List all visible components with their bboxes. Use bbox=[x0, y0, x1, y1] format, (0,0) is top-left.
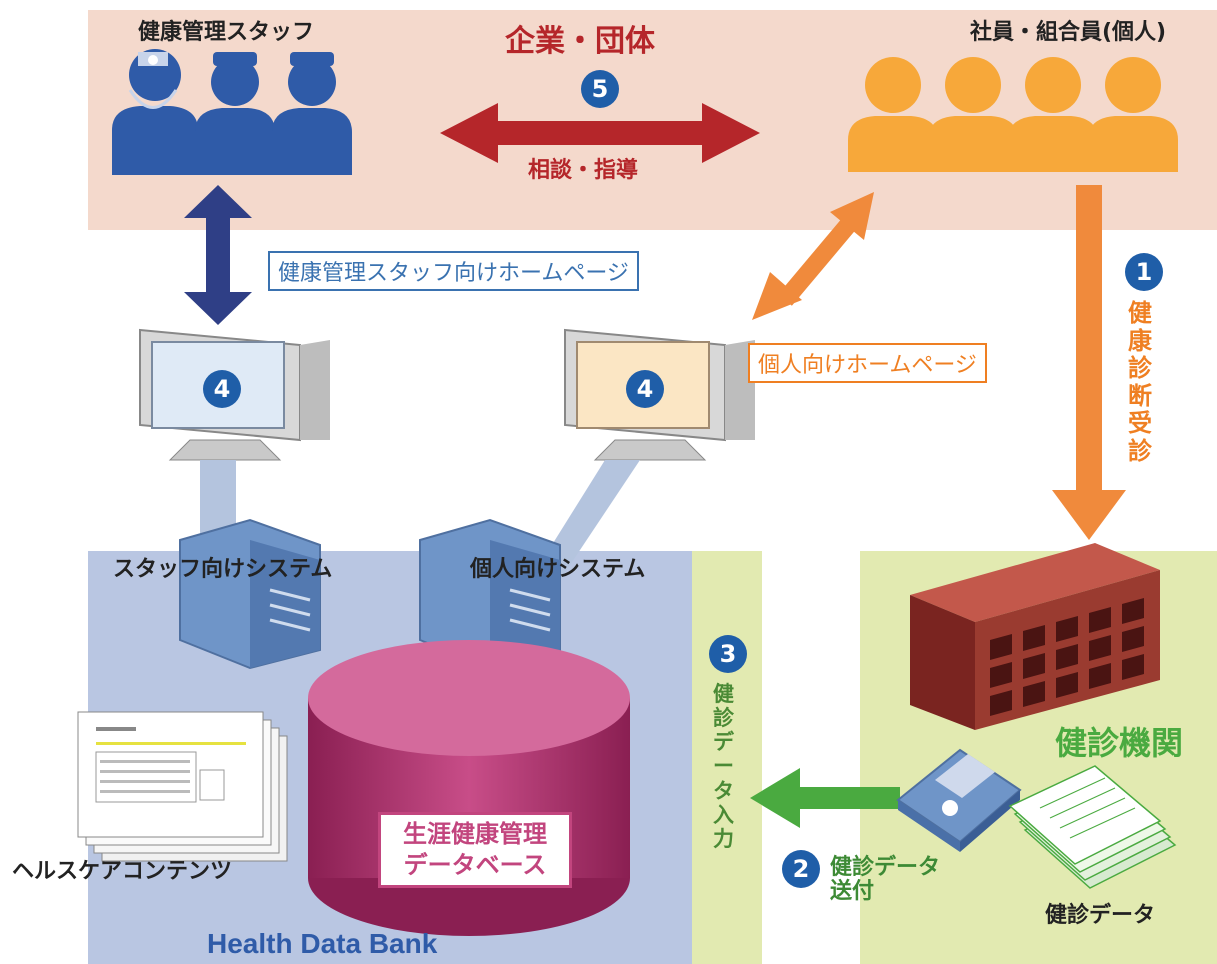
health-data-bank-label: Health Data Bank bbox=[207, 928, 438, 959]
database-label-box: 生涯健康管理 データベース bbox=[378, 812, 572, 889]
step-1-label: 健康診断受診 bbox=[1128, 299, 1152, 465]
checkup-visit-arrow bbox=[1052, 185, 1126, 540]
staff-server bbox=[179, 518, 321, 670]
checkup-data-sheets bbox=[1008, 765, 1177, 889]
staff-system-label: スタッフ向けシステム bbox=[113, 557, 333, 582]
employee-figure-1 bbox=[848, 57, 938, 172]
clinic-window bbox=[1089, 663, 1111, 689]
staff-figure-doctor bbox=[112, 49, 198, 175]
staff-homepage-arrow bbox=[184, 185, 252, 325]
staff-figure-nurse-1 bbox=[195, 52, 275, 175]
clinic-window bbox=[1122, 654, 1144, 680]
step-5-badge: 5 bbox=[581, 70, 619, 108]
clinic-window bbox=[990, 634, 1012, 660]
employee-figure-2 bbox=[928, 57, 1018, 172]
checkup-data-label: 健診データ bbox=[1045, 903, 1156, 928]
clinic-window bbox=[1089, 635, 1111, 661]
database-label-line1: 生涯健康管理 bbox=[403, 820, 547, 848]
health-staff-figures bbox=[112, 49, 352, 175]
staff-monitor-badge: 4 bbox=[203, 370, 241, 408]
personal-homepage-label: 個人向けホームページ bbox=[748, 343, 987, 383]
personal-homepage-arrow bbox=[752, 192, 874, 320]
floppy-disk-icon bbox=[896, 748, 1022, 852]
clinic-window bbox=[1023, 653, 1045, 679]
healthcare-contents-icon bbox=[77, 711, 288, 862]
step-1-badge: 1 bbox=[1125, 253, 1163, 291]
database-cylinder bbox=[308, 640, 630, 936]
clinic-window bbox=[1056, 616, 1078, 642]
step-2-line1: 健診データ bbox=[830, 855, 941, 880]
clinic-window bbox=[1122, 598, 1144, 624]
clinic-window bbox=[1089, 607, 1111, 633]
database-label-line2: データベース bbox=[403, 851, 547, 880]
personal-monitor-badge: 4 bbox=[626, 370, 664, 408]
clinic-window bbox=[1023, 625, 1045, 651]
step-2-line2: 送付 bbox=[830, 879, 875, 905]
clinic-window bbox=[1056, 672, 1078, 698]
consult-label: 相談・指導 bbox=[528, 158, 639, 183]
clinic-window bbox=[1023, 681, 1045, 707]
employee-figure-3 bbox=[1008, 57, 1098, 172]
employee-figures bbox=[848, 57, 1178, 172]
clinic-window bbox=[990, 662, 1012, 688]
personal-system-label: 個人向けシステム bbox=[470, 557, 646, 582]
clinic-window bbox=[1122, 626, 1144, 652]
staff-homepage-label: 健康管理スタッフ向けホームページ bbox=[268, 251, 639, 291]
step-2-badge: 2 bbox=[782, 850, 820, 888]
employee-figure-4 bbox=[1088, 57, 1178, 172]
personal-server bbox=[419, 518, 561, 670]
clinic-window bbox=[990, 690, 1012, 716]
staff-figure-nurse-2 bbox=[272, 52, 352, 175]
clinic-windows bbox=[990, 598, 1144, 716]
employee-label: 社員・組合員(個人) bbox=[970, 20, 1167, 45]
step-3-badge: 3 bbox=[709, 635, 747, 673]
company-title: 企業・団体 bbox=[505, 24, 655, 59]
consult-double-arrow bbox=[440, 103, 760, 163]
step-2-label: 健診データ 送付 bbox=[830, 855, 941, 905]
step-3-label: 健診データ入力 bbox=[713, 682, 734, 851]
clinic-label: 健診機関 bbox=[1055, 724, 1184, 762]
healthcare-contents-label: ヘルスケアコンテンツ bbox=[12, 859, 233, 884]
personal-monitor bbox=[564, 328, 755, 461]
clinic-window bbox=[1056, 644, 1078, 670]
data-send-arrow bbox=[750, 768, 900, 828]
health-staff-label: 健康管理スタッフ bbox=[138, 20, 315, 45]
data-entry-strip bbox=[692, 551, 762, 964]
